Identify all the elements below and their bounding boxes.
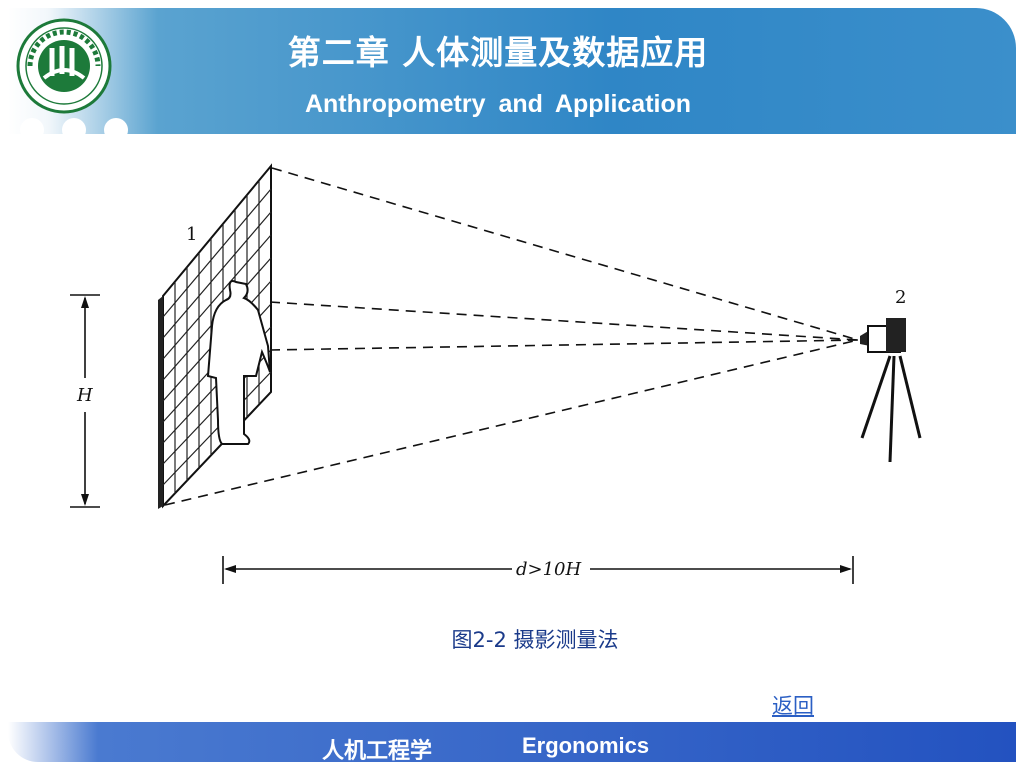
- footer-course-en: Ergonomics: [522, 733, 650, 758]
- back-link[interactable]: 返回: [772, 694, 814, 718]
- header-banner: 第二章 人体测量及数据应用 Anthropometry and Applicat…: [8, 8, 1016, 142]
- slide-title: 第二章 人体测量及数据应用: [287, 33, 709, 72]
- distance-dimension: [222, 556, 854, 584]
- grid-label: 1: [186, 224, 197, 245]
- distance-label: d>10H: [516, 559, 582, 580]
- footer-banner: [8, 722, 1016, 762]
- footer-course-cn: 人机工程学: [322, 739, 433, 764]
- slide-subtitle: Anthropometry and Application: [304, 90, 692, 118]
- height-label: H: [76, 385, 93, 406]
- decorative-dots: [20, 118, 141, 146]
- photogrammetry-diagram: 1 2 H d>10H: [70, 163, 922, 584]
- dot-icon: [62, 118, 87, 142]
- person-figure: [206, 280, 271, 445]
- figure-caption: 图2-2 摄影测量法: [451, 628, 619, 652]
- height-dimension: [70, 294, 100, 508]
- camera-label: 2: [895, 287, 906, 308]
- camera-on-tripod: [860, 318, 922, 463]
- dot-icon: [104, 118, 129, 142]
- university-logo: [16, 18, 112, 114]
- sight-lines: [164, 167, 859, 506]
- dot-icon: [20, 118, 44, 142]
